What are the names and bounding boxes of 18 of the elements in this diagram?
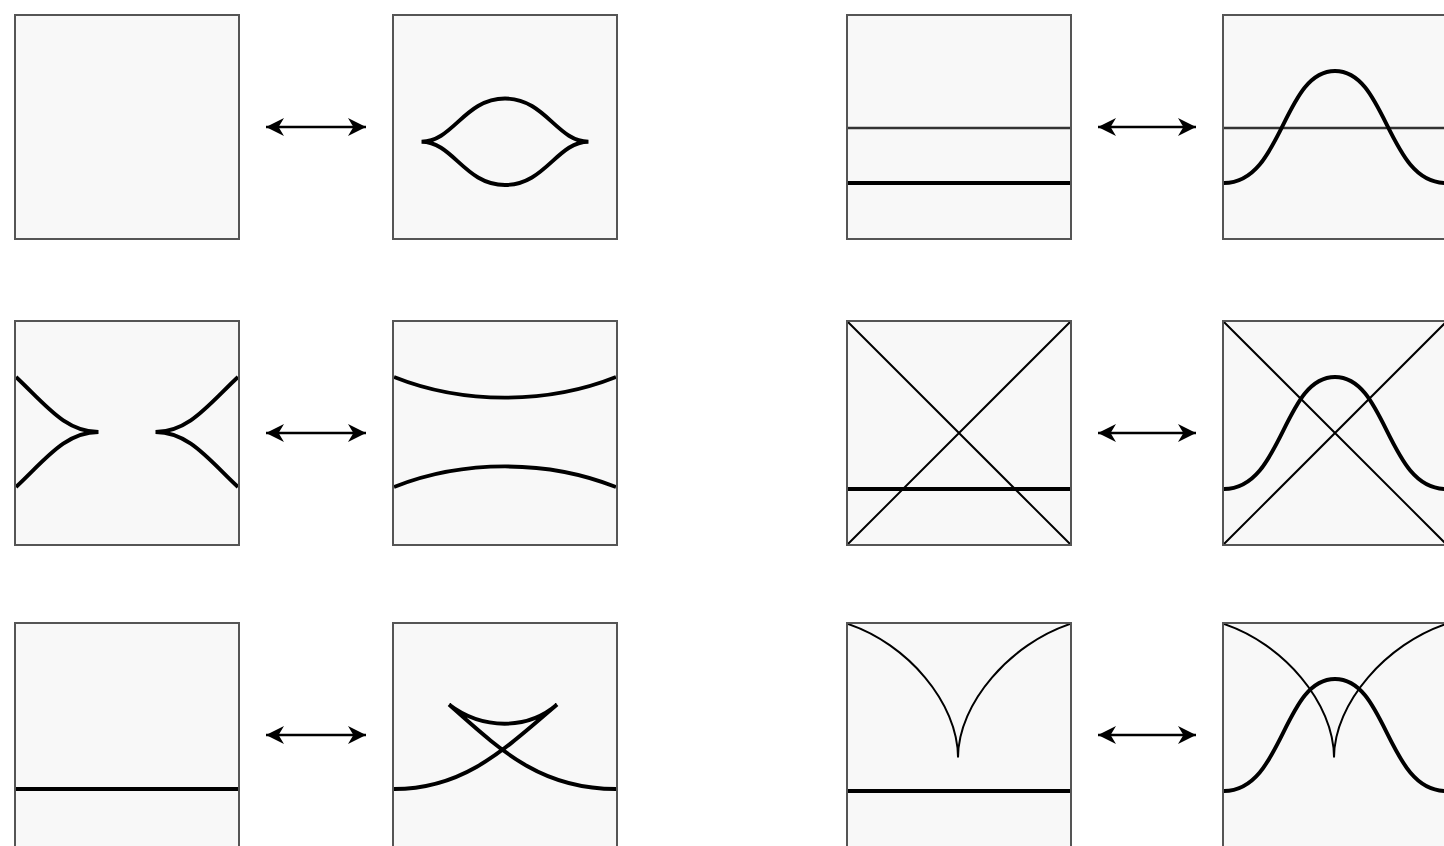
panel-drawing (392, 14, 618, 240)
box-node (14, 14, 240, 240)
double-arrow (1098, 424, 1196, 442)
double-arrow (266, 118, 366, 136)
panel-drawing (392, 320, 618, 546)
panel-drawing (14, 622, 240, 846)
panel-drawing (14, 320, 240, 546)
panel-drawing (1222, 14, 1444, 240)
panel-drawing (846, 320, 1072, 546)
double-arrow (1098, 726, 1196, 744)
panel-drawing (846, 622, 1072, 846)
panel-drawing (392, 622, 618, 846)
panel-drawing (846, 14, 1072, 240)
double-arrow (266, 424, 366, 442)
double-arrow (266, 726, 366, 744)
panel-drawing (1222, 320, 1444, 546)
double-arrow (1098, 118, 1196, 136)
panel-drawing (1222, 622, 1444, 846)
